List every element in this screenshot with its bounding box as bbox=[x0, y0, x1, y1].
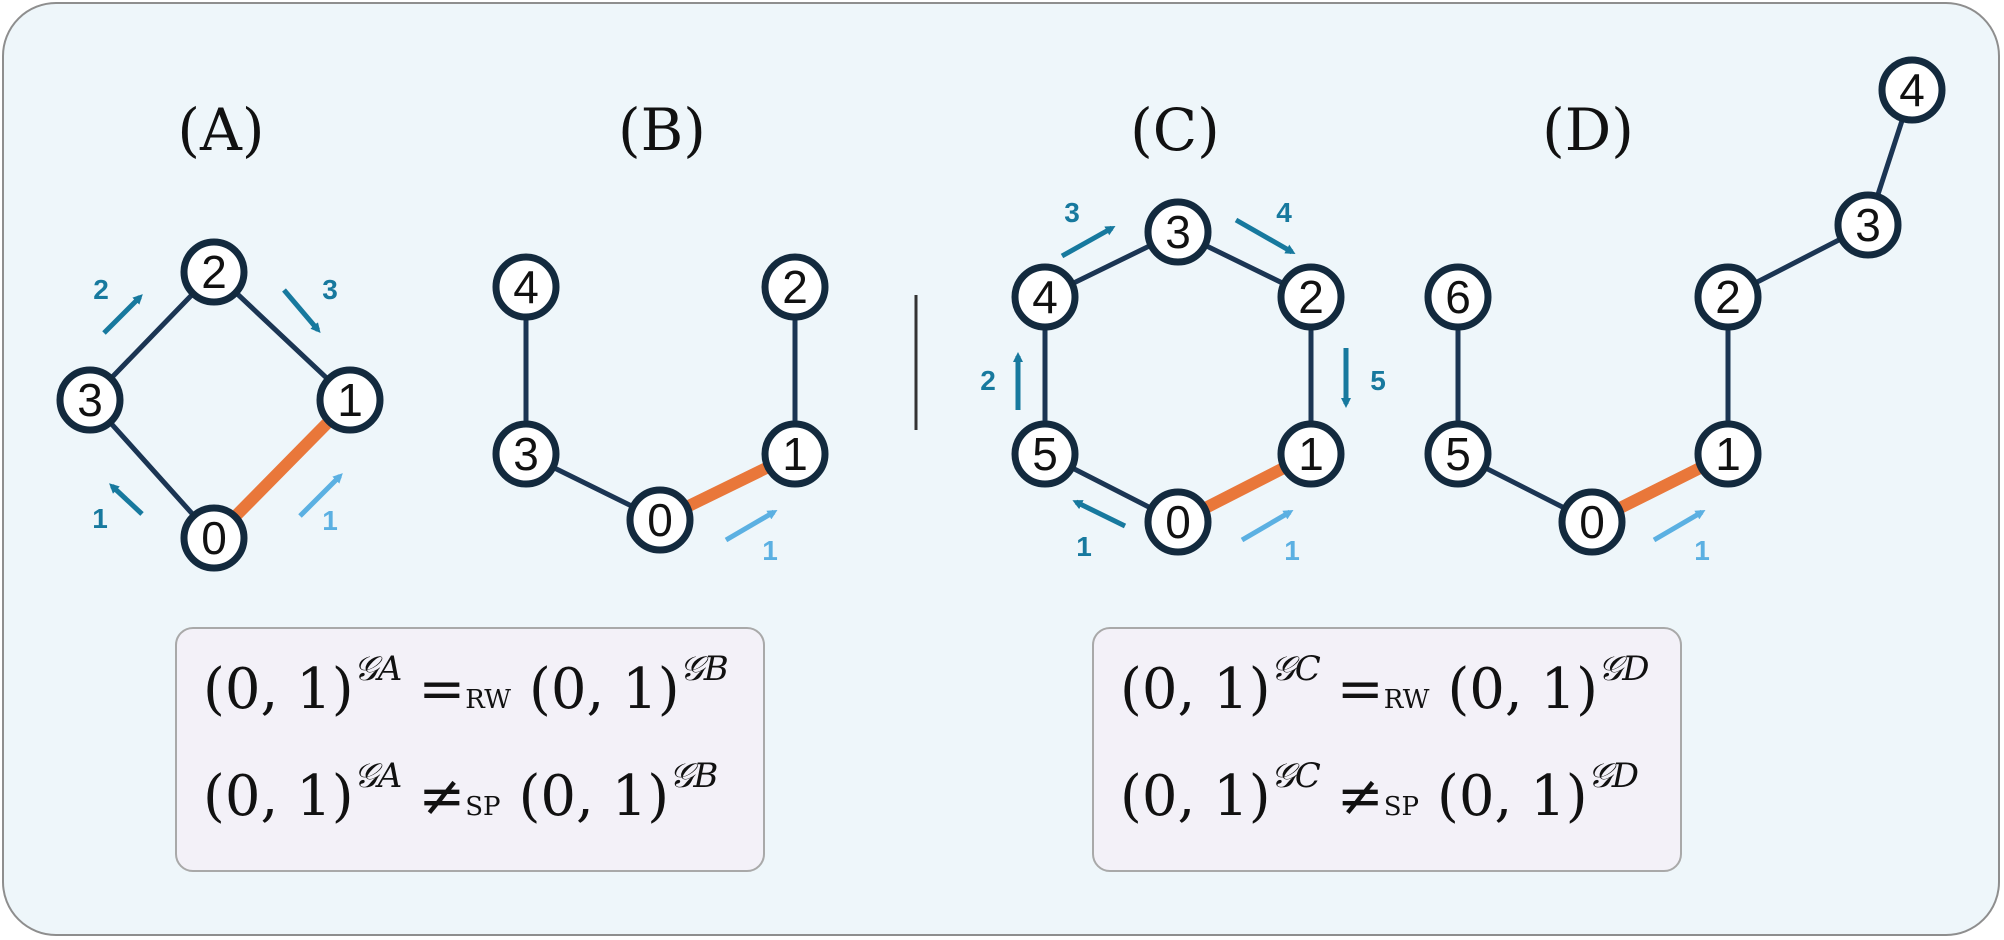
node-d-0: 0 bbox=[1558, 488, 1626, 556]
walk-arrow-a-2 bbox=[102, 294, 143, 335]
svg-text:4: 4 bbox=[1032, 271, 1058, 323]
node-c-3: 3 bbox=[1144, 198, 1212, 266]
svg-text:3: 3 bbox=[513, 428, 539, 480]
label-d: (D) bbox=[1542, 96, 1634, 164]
walk-arrow-c-5-label: 5 bbox=[1370, 365, 1386, 396]
node-c-4: 4 bbox=[1011, 263, 1079, 331]
start-arrow-b-label: 1 bbox=[762, 535, 778, 566]
svg-text:0: 0 bbox=[1579, 496, 1605, 548]
equation-right-sp: (0, 1)𝒢C≠SP(0, 1)𝒢D bbox=[1120, 756, 1640, 829]
walk-arrow-c-2-label: 2 bbox=[980, 365, 996, 396]
svg-text:4: 4 bbox=[1899, 64, 1925, 116]
node-d-2: 2 bbox=[1694, 263, 1762, 331]
label-a: (A) bbox=[177, 96, 264, 164]
svg-text:2: 2 bbox=[782, 261, 808, 313]
svg-text:1: 1 bbox=[1715, 428, 1741, 480]
node-c-0: 0 bbox=[1144, 488, 1212, 556]
walk-arrow-c-3-label: 3 bbox=[1064, 197, 1080, 228]
svg-text:1: 1 bbox=[337, 374, 363, 426]
walk-arrow-a-3 bbox=[282, 288, 321, 334]
svg-text:3: 3 bbox=[77, 374, 103, 426]
equation-box-left: (0, 1)𝒢A=RW(0, 1)𝒢B (0, 1)𝒢A≠SP(0, 1)𝒢B bbox=[175, 627, 765, 872]
equation-left-sp: (0, 1)𝒢A≠SP(0, 1)𝒢B bbox=[203, 756, 719, 829]
svg-text:3: 3 bbox=[1165, 206, 1191, 258]
svg-text:1: 1 bbox=[782, 428, 808, 480]
svg-text:2: 2 bbox=[1298, 271, 1324, 323]
start-arrow-c-label: 1 bbox=[1284, 535, 1300, 566]
graph-a: 0 1 2 3 1 2 3 1 bbox=[56, 238, 384, 572]
node-d-3: 3 bbox=[1834, 191, 1902, 259]
walk-arrow-a-1-label: 1 bbox=[92, 503, 108, 534]
start-arrow-d bbox=[1652, 509, 1706, 543]
node-c-2: 2 bbox=[1277, 263, 1345, 331]
graph-c: 0 1 2 3 4 5 1 2 3 4 5 1 bbox=[980, 197, 1386, 566]
svg-text:4: 4 bbox=[513, 261, 539, 313]
node-a-3: 3 bbox=[56, 366, 124, 434]
walk-arrow-c-4 bbox=[1234, 217, 1296, 255]
walk-arrow-a-1 bbox=[109, 483, 144, 516]
equation-left-rw: (0, 1)𝒢A=RW(0, 1)𝒢B bbox=[203, 649, 729, 722]
start-arrow-b bbox=[724, 509, 778, 543]
label-b: (B) bbox=[618, 96, 706, 164]
svg-text:0: 0 bbox=[1165, 496, 1191, 548]
svg-text:0: 0 bbox=[647, 494, 673, 546]
node-a-0: 0 bbox=[180, 504, 248, 572]
label-c: (C) bbox=[1130, 96, 1220, 164]
svg-text:0: 0 bbox=[201, 512, 227, 564]
equation-right-rw: (0, 1)𝒢C=RW(0, 1)𝒢D bbox=[1120, 649, 1650, 722]
node-c-1: 1 bbox=[1277, 420, 1345, 488]
svg-text:2: 2 bbox=[201, 246, 227, 298]
node-c-5: 5 bbox=[1011, 420, 1079, 488]
start-arrow-c bbox=[1240, 509, 1294, 543]
node-a-2: 2 bbox=[180, 238, 248, 306]
equation-box-right: (0, 1)𝒢C=RW(0, 1)𝒢D (0, 1)𝒢C≠SP(0, 1)𝒢D bbox=[1092, 627, 1682, 872]
graph-b: 0 1 2 3 4 1 bbox=[492, 253, 829, 566]
svg-text:5: 5 bbox=[1445, 428, 1471, 480]
svg-text:5: 5 bbox=[1032, 428, 1058, 480]
walk-arrow-c-3 bbox=[1060, 225, 1116, 259]
svg-text:6: 6 bbox=[1445, 271, 1471, 323]
node-d-6: 6 bbox=[1424, 263, 1492, 331]
svg-text:2: 2 bbox=[1715, 271, 1741, 323]
node-d-4: 4 bbox=[1878, 56, 1946, 124]
graph-d: 0 1 2 3 4 5 6 1 bbox=[1424, 56, 1946, 566]
walk-arrow-c-1 bbox=[1072, 499, 1127, 529]
node-b-2: 2 bbox=[761, 253, 829, 321]
start-arrow-a bbox=[298, 473, 343, 518]
node-a-1: 1 bbox=[316, 366, 384, 434]
start-arrow-a-label: 1 bbox=[322, 505, 338, 536]
node-b-3: 3 bbox=[492, 420, 560, 488]
node-b-0: 0 bbox=[626, 486, 694, 554]
node-b-1: 1 bbox=[761, 420, 829, 488]
walk-arrow-a-3-label: 3 bbox=[322, 274, 338, 305]
walk-arrow-c-4-label: 4 bbox=[1276, 197, 1292, 228]
node-d-5: 5 bbox=[1424, 420, 1492, 488]
node-d-1: 1 bbox=[1694, 420, 1762, 488]
walk-arrow-a-2-label: 2 bbox=[93, 274, 109, 305]
node-b-4: 4 bbox=[492, 253, 560, 321]
svg-text:1: 1 bbox=[1298, 428, 1324, 480]
svg-text:3: 3 bbox=[1855, 199, 1881, 251]
start-arrow-d-label: 1 bbox=[1694, 535, 1710, 566]
walk-arrow-c-1-label: 1 bbox=[1076, 531, 1092, 562]
